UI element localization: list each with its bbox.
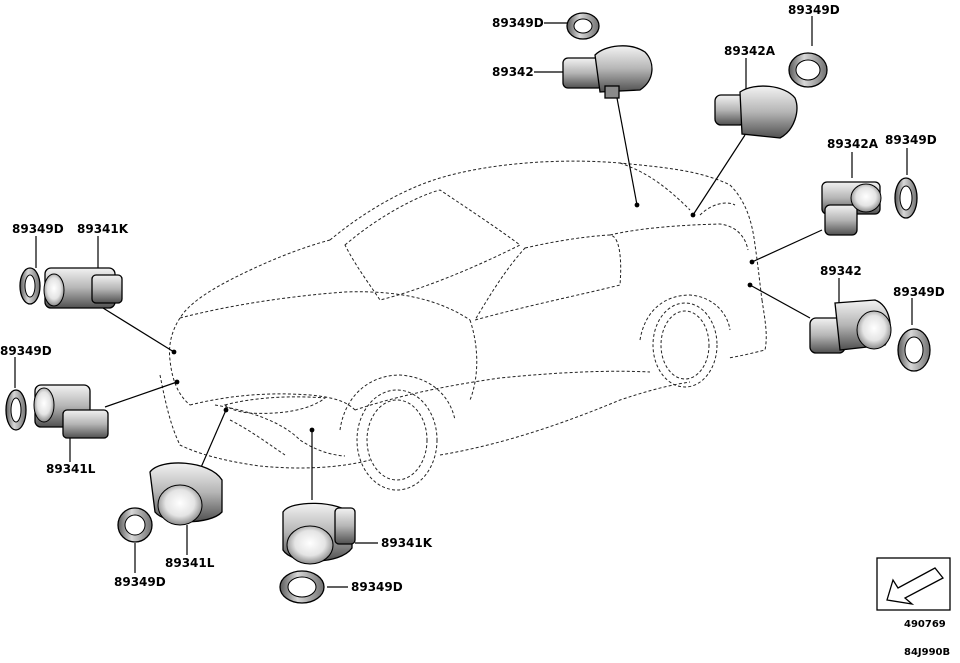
- front-direction-arrow-icon: [876, 557, 951, 611]
- sensor-89341L-left: [33, 384, 109, 439]
- callout-label: 89341L: [46, 462, 96, 476]
- callout-label: 89342: [820, 264, 862, 278]
- sensor-89341L-front: [149, 462, 223, 526]
- callout-label: 89342A: [827, 137, 879, 151]
- retainer-ring-part: [566, 12, 600, 40]
- leader-lines: [14, 16, 913, 588]
- retainer-ring-part: [897, 328, 931, 372]
- callout-labels: 89349D 89342 89349D 89342A 89342A 89349D…: [0, 3, 945, 594]
- callout-label: 89349D: [788, 3, 840, 17]
- sensor-89342-right: [809, 299, 892, 354]
- retainer-ring-part: [117, 507, 153, 543]
- retainer-ring-part: [894, 177, 918, 219]
- retainer-ring-part: [19, 267, 41, 305]
- callout-label: 89341L: [165, 556, 215, 570]
- page-code: 84J990B: [904, 647, 950, 658]
- callout-label: 89349D: [885, 133, 937, 147]
- diagram-code: 490769: [904, 619, 946, 630]
- callout-label: 89349D: [12, 222, 64, 236]
- callout-label: 89342A: [724, 44, 776, 58]
- callout-label: 89349D: [893, 285, 945, 299]
- car-outline: [159, 160, 767, 491]
- sensor-89341K-left: [43, 267, 123, 309]
- callout-label: 89349D: [114, 575, 166, 589]
- sensor-89342A-right: [821, 181, 882, 236]
- callout-label: 89349D: [0, 344, 52, 358]
- sensor-89341K-front: [282, 502, 356, 565]
- callout-label: 89349D: [351, 580, 403, 594]
- retainer-ring-part: [279, 570, 325, 604]
- retainer-ring-part: [788, 52, 828, 88]
- callout-label: 89341K: [77, 222, 129, 236]
- callout-label: 89341K: [381, 536, 433, 550]
- callout-label: 89342: [492, 65, 534, 79]
- sensor-89342A-top: [714, 85, 798, 139]
- callout-label: 89349D: [492, 16, 544, 30]
- retainer-ring-part: [5, 389, 27, 431]
- sensor-89342-top: [562, 45, 653, 99]
